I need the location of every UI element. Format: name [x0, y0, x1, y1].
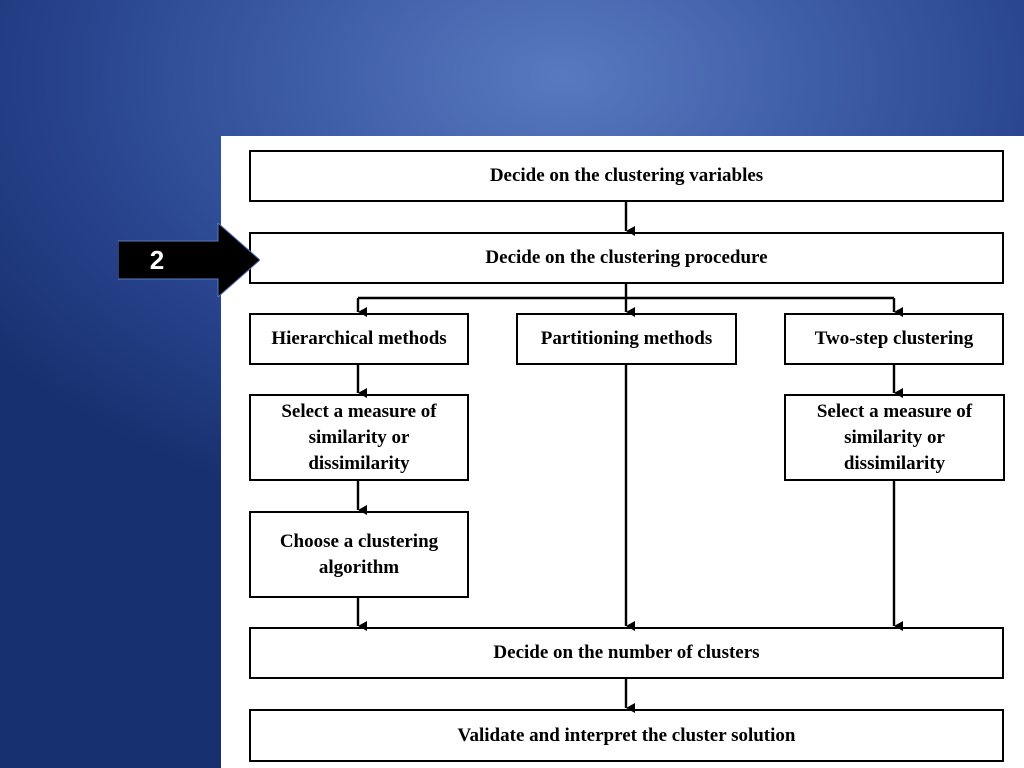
- box-validate-solution: Validate and interpret the cluster solut…: [249, 709, 1004, 762]
- box-hierarchical-measure: Select a measure of similarity or dissim…: [249, 394, 469, 481]
- box-clustering-procedure: Decide on the clustering procedure: [249, 232, 1004, 284]
- box-two-step-measure: Select a measure of similarity or dissim…: [784, 394, 1005, 481]
- box-partitioning-methods: Partitioning methods: [516, 313, 737, 365]
- box-clustering-algorithm: Choose a clustering algorithm: [249, 511, 469, 598]
- box-hierarchical-methods: Hierarchical methods: [249, 313, 469, 365]
- step-marker-number: 2: [149, 244, 165, 275]
- box-clustering-variables: Decide on the clustering variables: [249, 150, 1004, 202]
- step-marker-arrow: [118, 223, 260, 297]
- box-number-of-clusters: Decide on the number of clusters: [249, 627, 1004, 679]
- box-two-step-clustering: Two-step clustering: [784, 313, 1004, 365]
